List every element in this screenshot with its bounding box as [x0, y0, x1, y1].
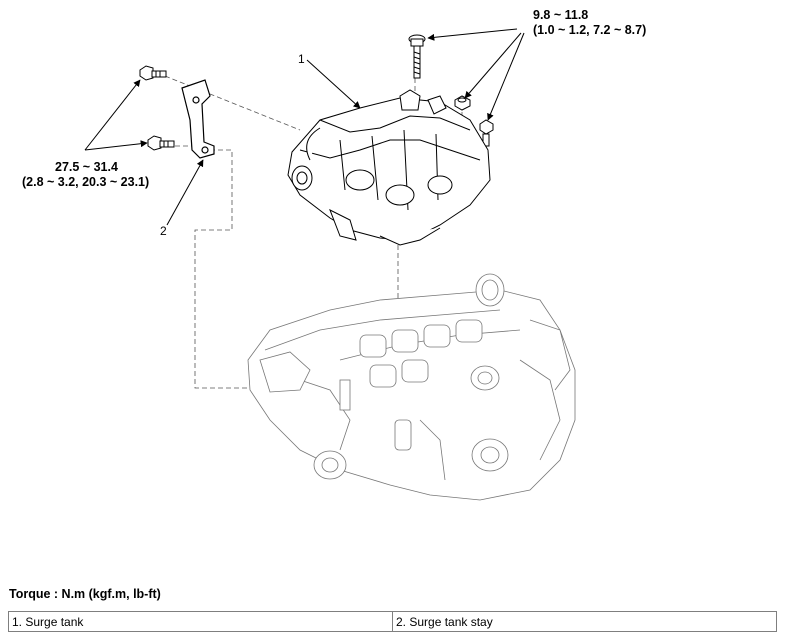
torque-callout-top-line1: 9.8 ~ 11.8: [533, 8, 589, 22]
exploded-view-diagram: [84, 28, 576, 501]
surge-tank-stay-bracket: [181, 79, 215, 159]
bolt-upper-left: [139, 65, 167, 81]
torque-callout-top-line2: (1.0 ~ 1.2, 7.2 ~ 8.7): [533, 23, 647, 37]
torque-callout-left-line2: (2.8 ~ 3.2, 20.3 ~ 23.1): [22, 175, 150, 189]
legend-item-surge-tank-stay: 2. Surge tank stay: [392, 611, 777, 632]
legend-row: 1. Surge tank 2. Surge tank stay: [8, 611, 777, 632]
part-number-1: 1: [298, 52, 305, 66]
nut: [454, 95, 471, 111]
engine-block: [247, 273, 576, 501]
surge-tank: [287, 89, 491, 246]
long-bolt: [408, 34, 426, 79]
part-number-2: 2: [160, 224, 167, 238]
bolt-lower-left: [147, 135, 175, 151]
legend-item-surge-tank: 1. Surge tank: [8, 611, 393, 632]
small-bolt-right: [479, 119, 494, 147]
torque-callout-left-line1: 27.5 ~ 31.4: [55, 160, 118, 174]
parts-legend-table: 1. Surge tank 2. Surge tank stay: [8, 611, 777, 632]
torque-units-heading: Torque : N.m (kgf.m, lb-ft): [9, 587, 161, 601]
